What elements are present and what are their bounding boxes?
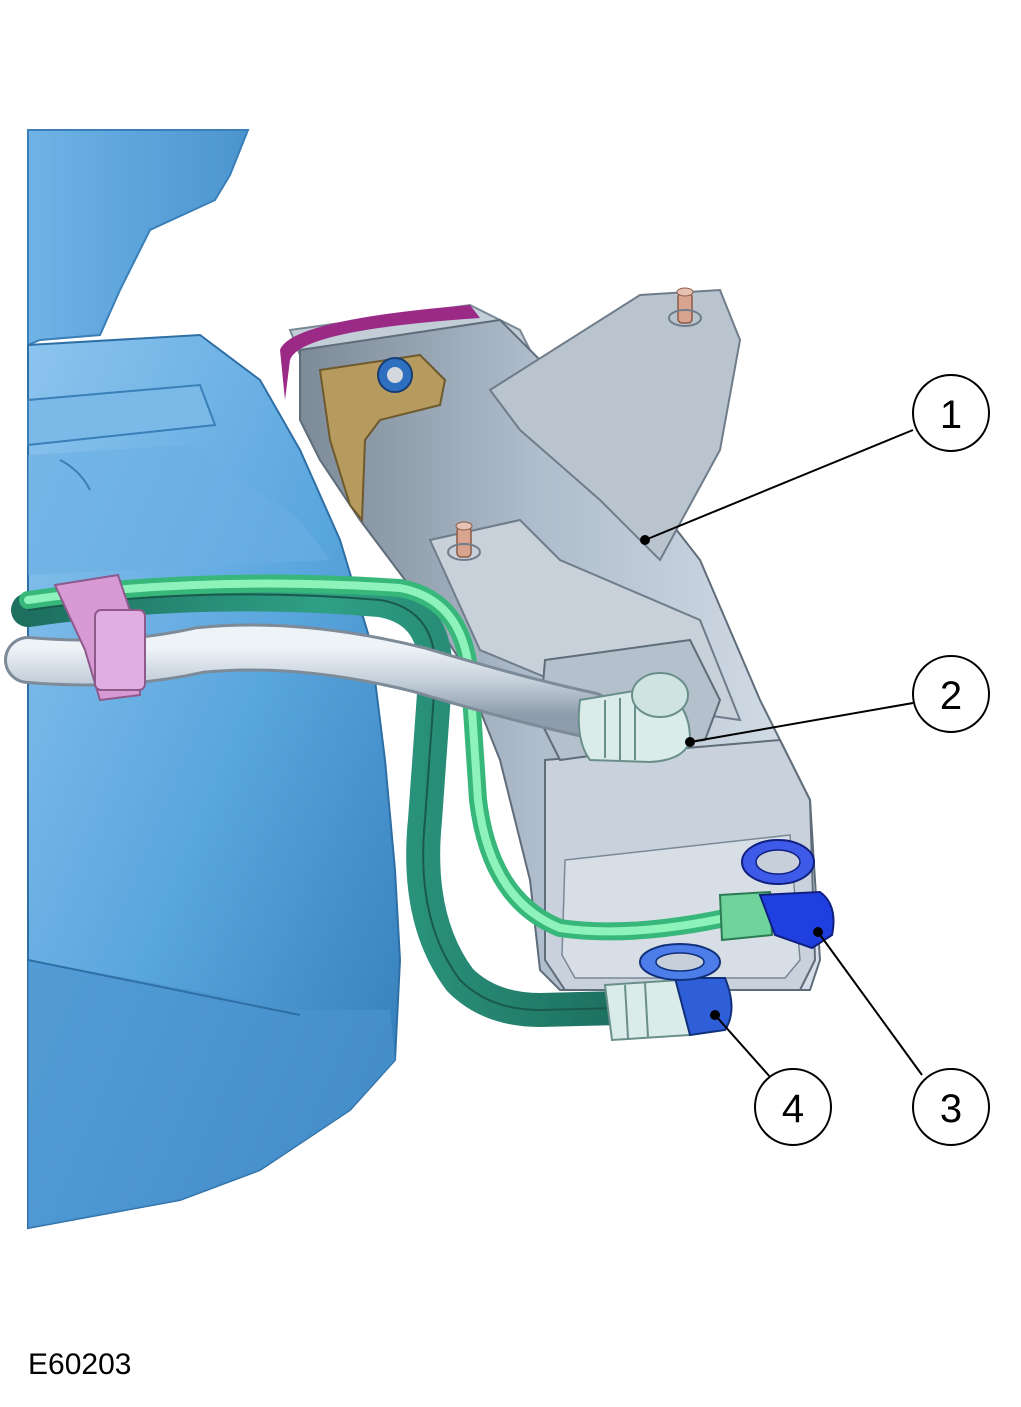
callout-2: 2 (912, 655, 990, 733)
callout-number-3: 3 (940, 1087, 962, 1131)
leader-2 (689, 702, 914, 743)
callout-4: 4 (754, 1068, 832, 1146)
callout-1: 1 (912, 374, 990, 452)
callout-leaders (640, 429, 923, 1079)
leader-4 (714, 1014, 772, 1079)
fuel-tank (27, 129, 402, 1230)
callout-number-2: 2 (940, 674, 962, 718)
vapor-tube-connector (577, 672, 692, 764)
leader-3 (817, 931, 923, 1076)
callout-3: 3 (912, 1068, 990, 1146)
mount-bracket (318, 353, 447, 523)
figure-id: E60203 (28, 1348, 132, 1381)
leader-1 (644, 429, 914, 541)
tube-clip (53, 573, 146, 702)
callout-number-4: 4 (782, 1087, 804, 1131)
callout-number-1: 1 (940, 393, 962, 437)
canister-purge-connector (603, 943, 733, 1042)
